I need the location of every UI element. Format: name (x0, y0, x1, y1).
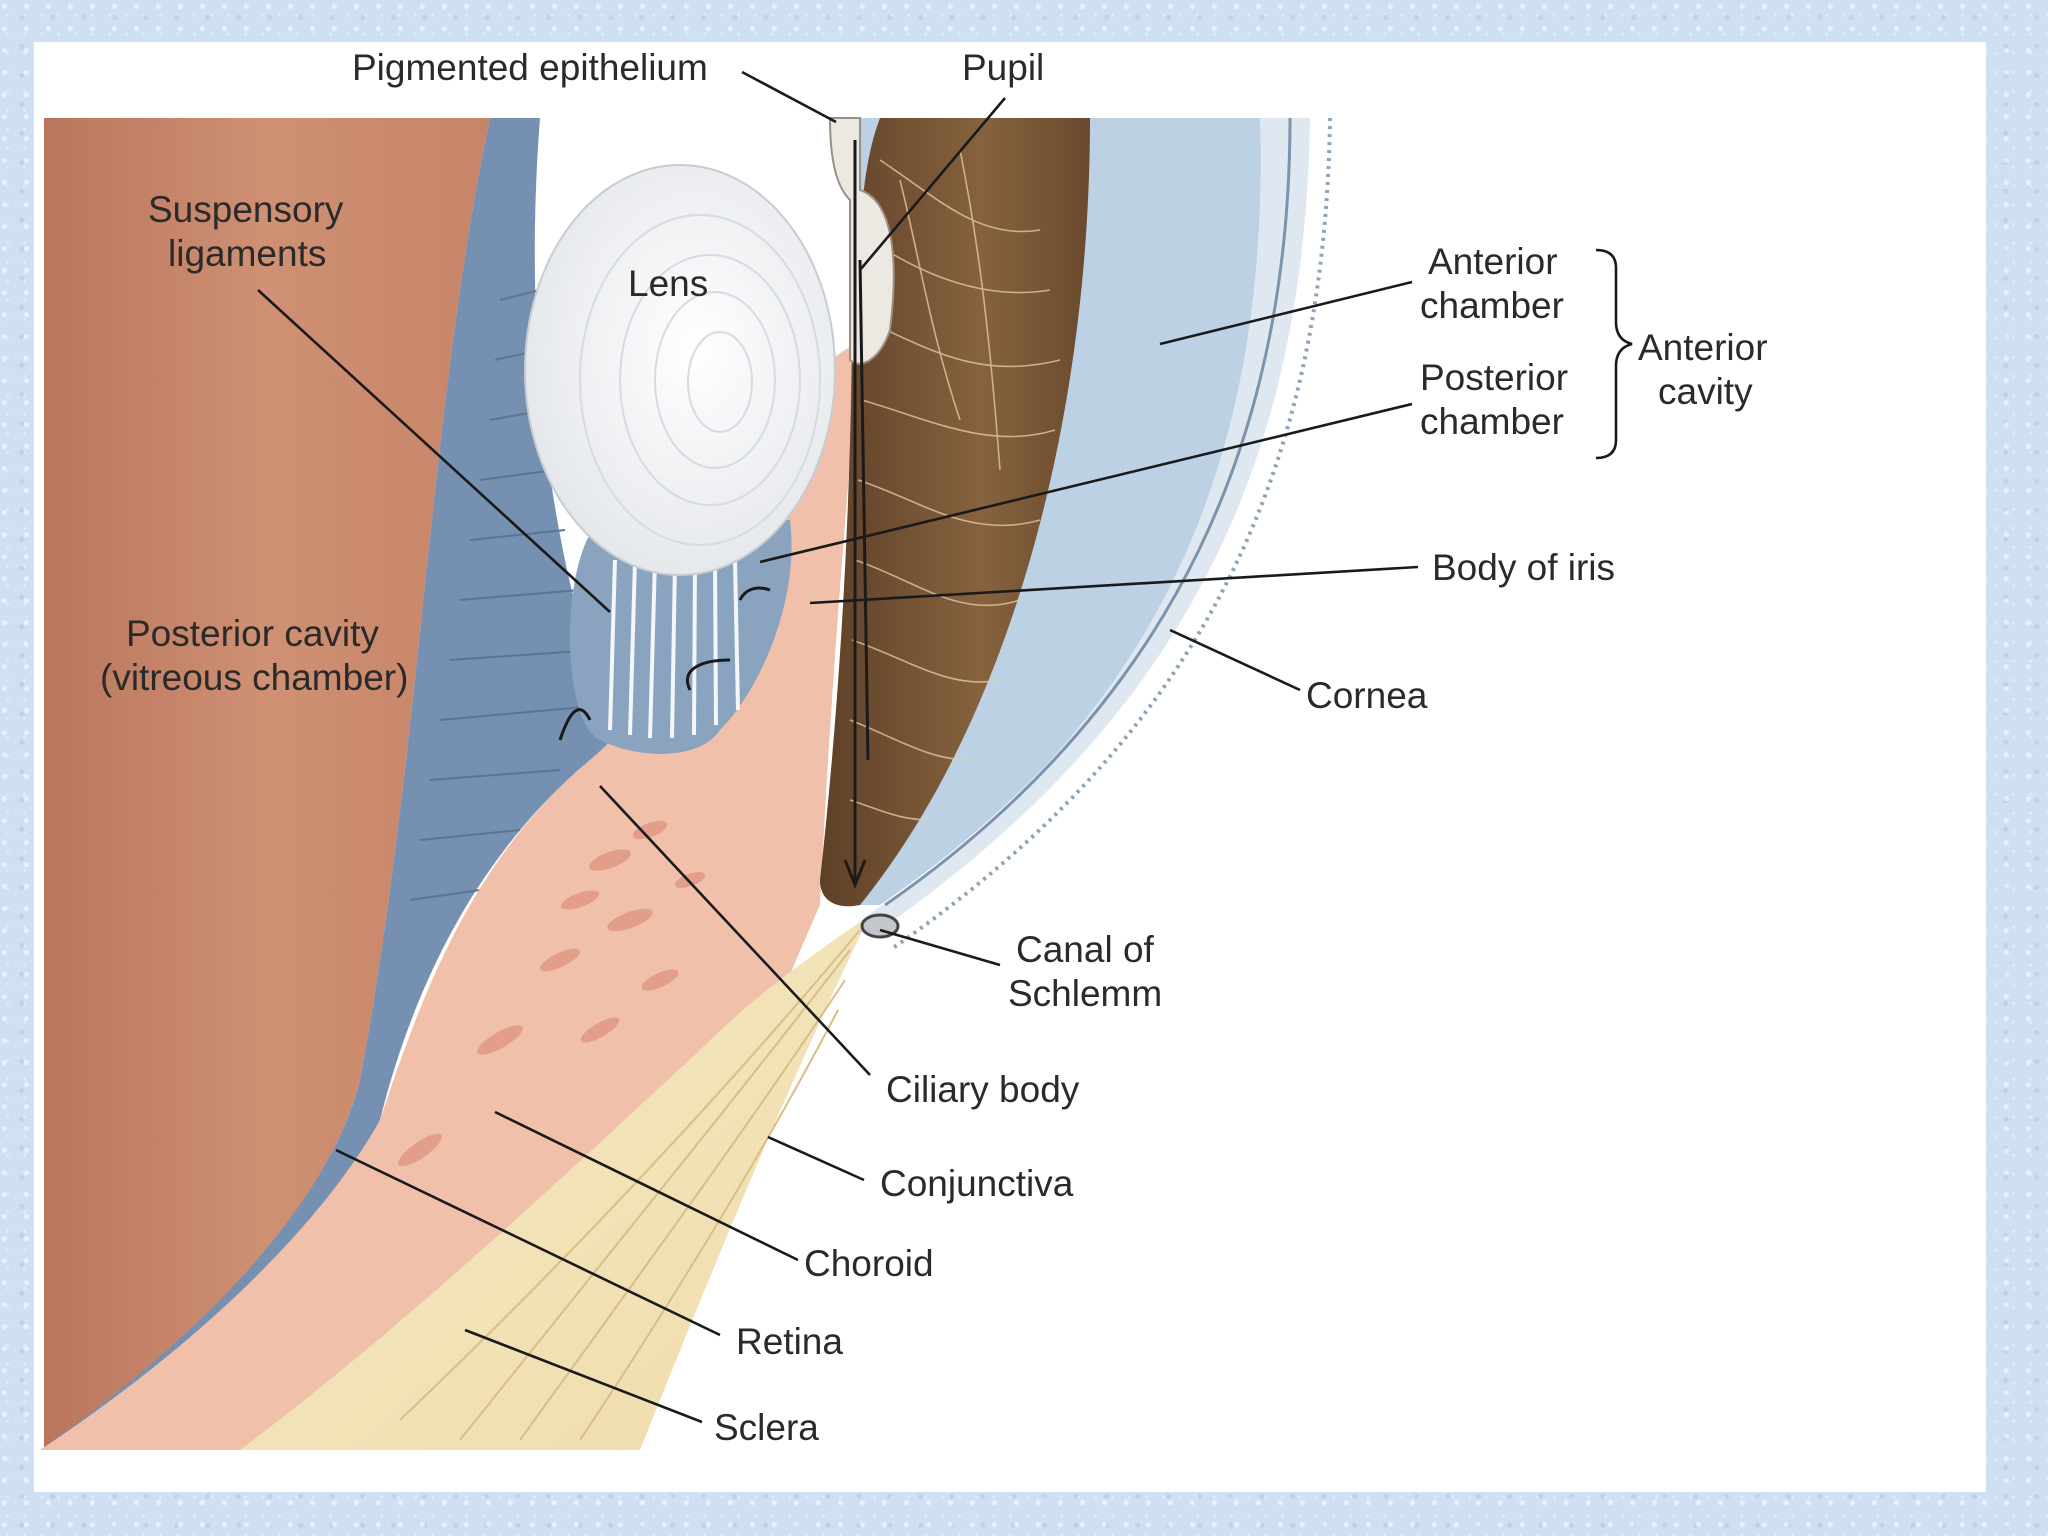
label-canal-of-schlemm-line1: Canal of (1016, 929, 1155, 970)
label-posterior-cavity-line1: Posterior cavity (126, 613, 379, 654)
vitreous-body (44, 118, 490, 1450)
label-anterior-cavity-line1: Anterior (1638, 327, 1768, 368)
label-suspensory-ligaments-line1: Suspensory (148, 189, 344, 230)
label-canal-of-schlemm-line2: Schlemm (1008, 973, 1162, 1014)
leader-lines (257, 70, 1633, 1424)
label-sclera: Sclera (714, 1407, 819, 1448)
label-body-of-iris: Body of iris (1432, 547, 1615, 588)
retina-band (40, 118, 620, 1450)
label-posterior-cavity-line2: (vitreous chamber) (100, 657, 408, 698)
lens-rings (579, 214, 821, 546)
ciliary-muscle-marks (398, 820, 706, 1167)
cornea-outer-line (888, 117, 1332, 952)
sclera-fibers (399, 929, 861, 1441)
label-anterior-chamber-line1: Anterior (1428, 241, 1558, 282)
label-suspensory-ligaments-line2: ligaments (168, 233, 326, 274)
label-conjunctiva: Conjunctiva (880, 1163, 1074, 1204)
label-posterior-chamber-line2: chamber (1420, 401, 1564, 442)
lens-shape (524, 164, 836, 576)
label-cornea: Cornea (1306, 675, 1428, 716)
label-choroid: Choroid (804, 1243, 934, 1284)
label-pigmented-epithelium: Pigmented epithelium (352, 47, 708, 88)
label-lens: Lens (628, 263, 708, 304)
zonule-fibers (608, 559, 740, 739)
sclera-shape (240, 915, 870, 1450)
label-anterior-cavity-line2: cavity (1658, 371, 1753, 412)
label-retina: Retina (736, 1321, 843, 1362)
aqueous-flow-arrows (558, 140, 870, 890)
label-ciliary-body: Ciliary body (886, 1069, 1080, 1110)
cornea-inner-line (884, 117, 1292, 907)
label-posterior-chamber-line1: Posterior (1420, 357, 1568, 398)
label-anterior-chamber-line2: chamber (1420, 285, 1564, 326)
label-pupil: Pupil (962, 47, 1044, 88)
pigmented-epithelium-shape (828, 117, 895, 365)
cornea-shape (868, 118, 1310, 930)
